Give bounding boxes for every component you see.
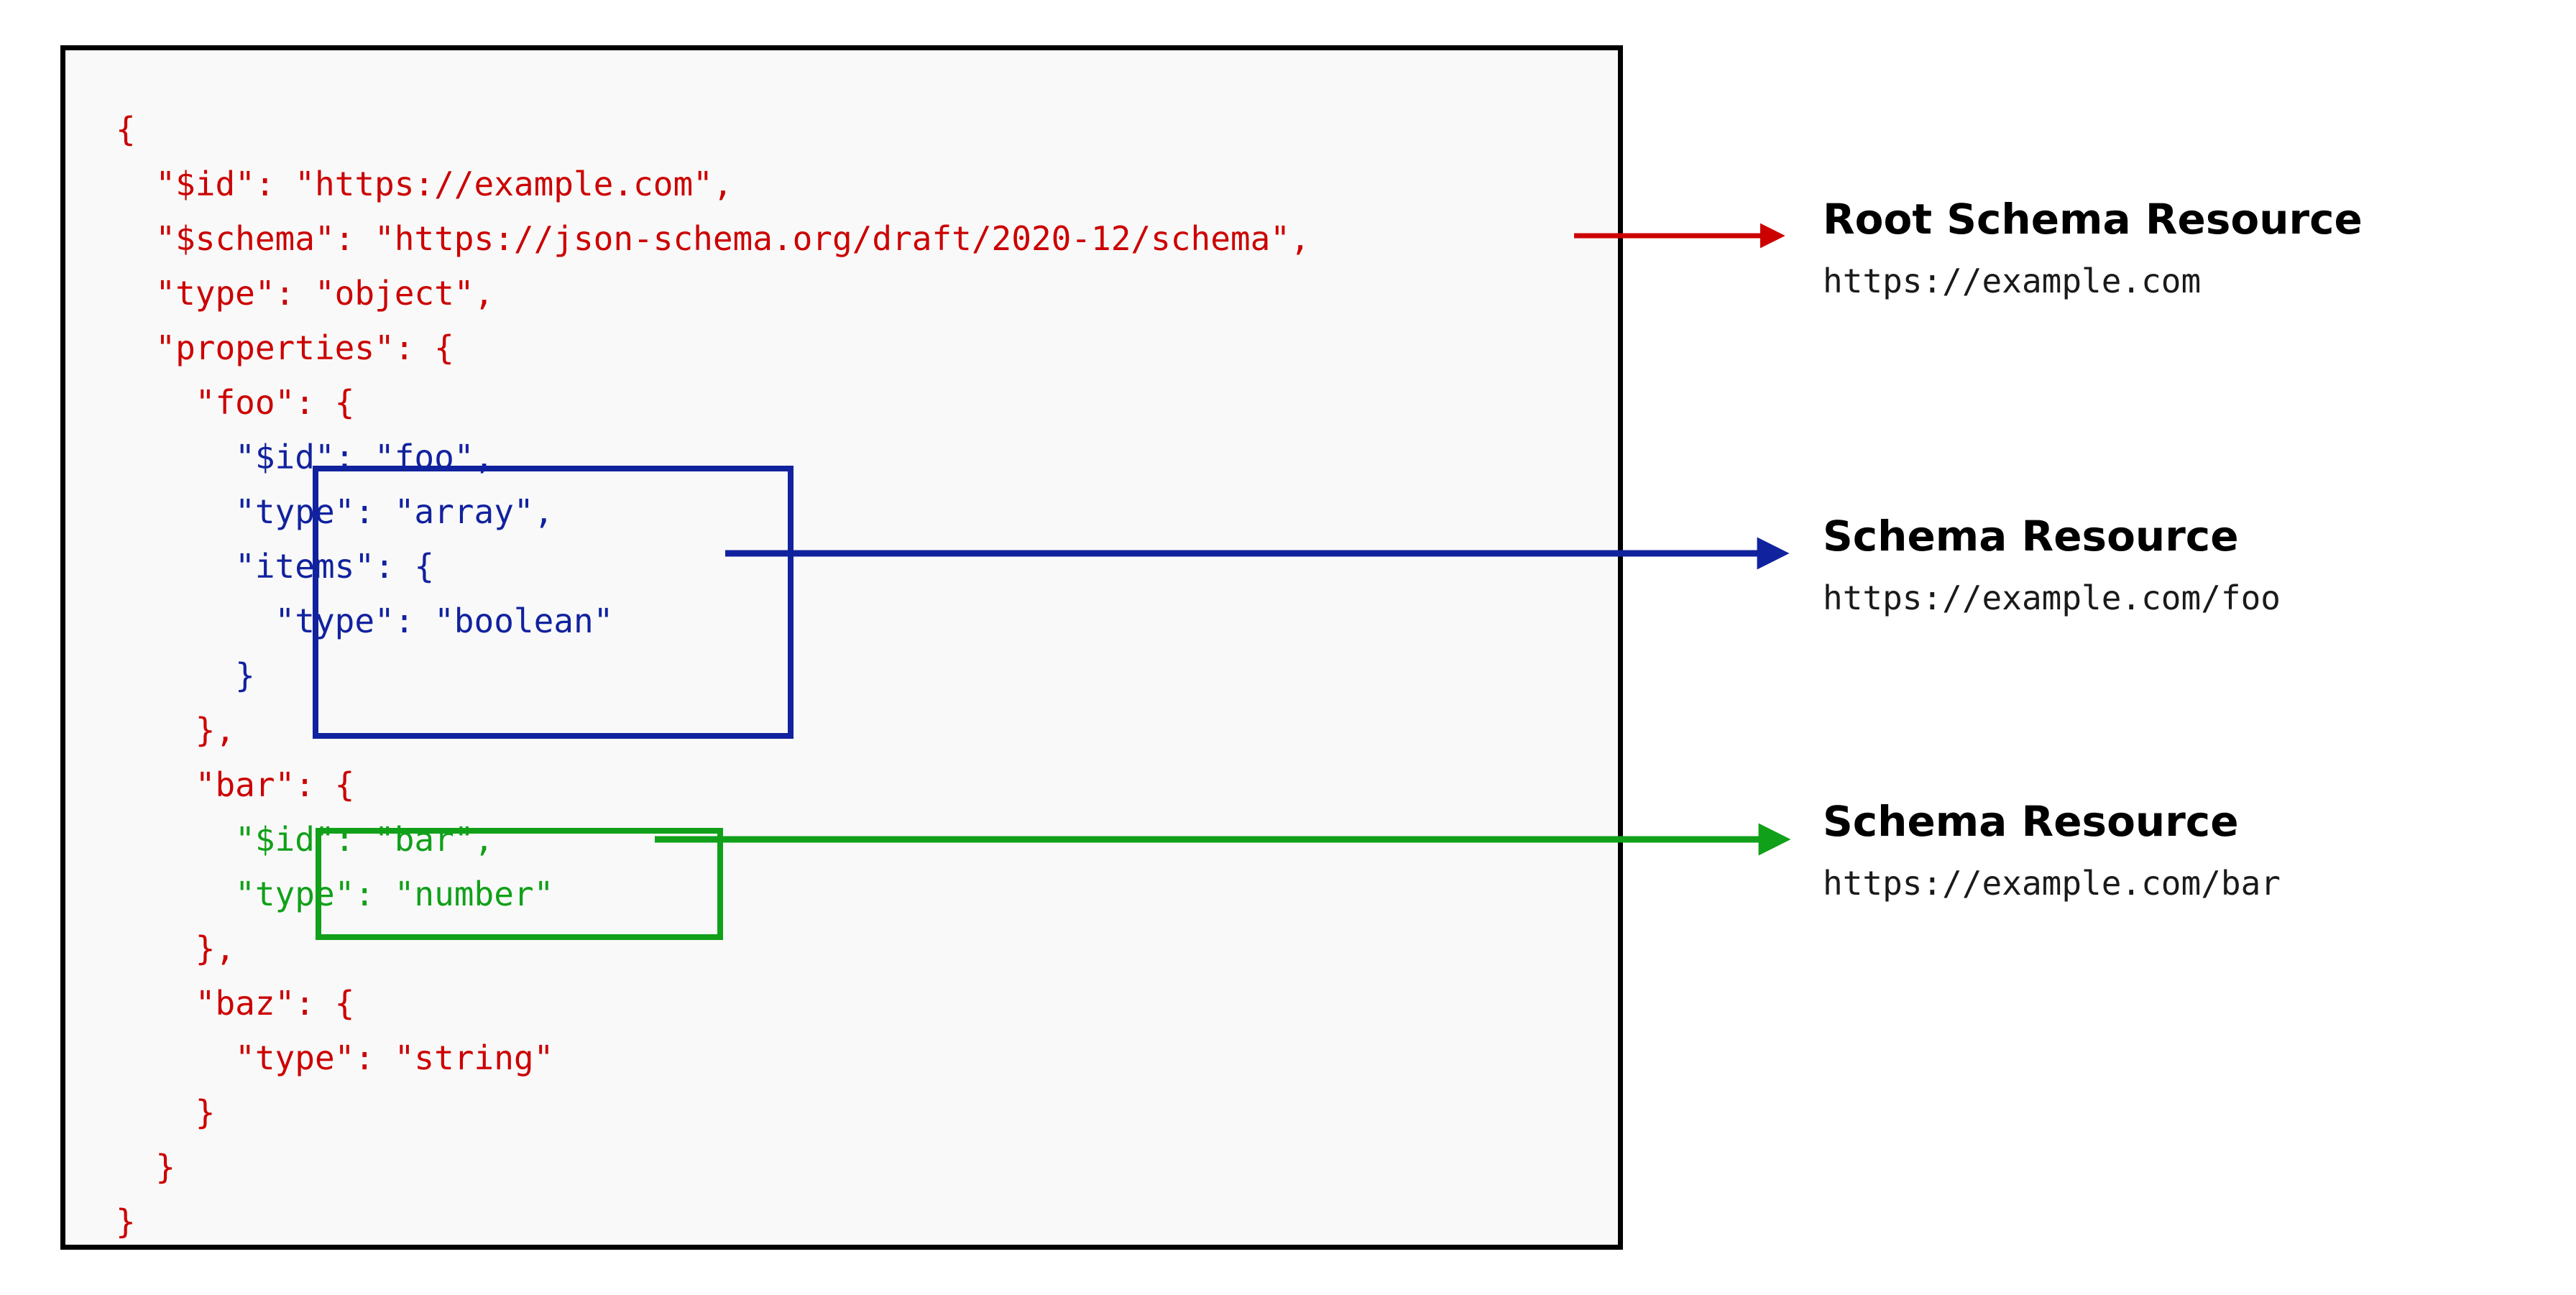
foo-schema-resource-url: https://example.com/foo	[1823, 579, 2281, 617]
code-line: "foo": {	[116, 383, 355, 422]
foo-schema-resource-label: Schema Resource https://example.com/foo	[1823, 512, 2281, 617]
json-code-block: { "$id": "https://example.com", "$schema…	[116, 102, 1310, 1249]
code-line: "baz": {	[116, 984, 355, 1023]
bar-schema-resource-url: https://example.com/bar	[1823, 864, 2281, 903]
code-line: "type": "object",	[116, 274, 494, 313]
foo-schema-arrow	[725, 537, 1790, 570]
code-line: "type": "number"	[116, 875, 554, 913]
code-line: }	[116, 1093, 216, 1132]
code-line: "$id": "foo",	[116, 438, 494, 476]
foo-schema-resource-title: Schema Resource	[1823, 512, 2239, 561]
code-line: {	[116, 110, 136, 149]
code-line: "properties": {	[116, 328, 454, 367]
code-line: "$id": "bar",	[116, 820, 494, 859]
root-schema-resource-label: Root Schema Resource https://example.com	[1823, 195, 2363, 300]
code-line: },	[116, 929, 236, 968]
code-line: }	[116, 1202, 136, 1241]
code-line: "$id": "https://example.com",	[116, 165, 733, 203]
root-schema-resource-url: https://example.com	[1823, 262, 2202, 300]
code-line: }	[116, 1148, 176, 1186]
bar-schema-resource-title: Schema Resource	[1823, 797, 2239, 846]
code-line: }	[116, 656, 255, 695]
code-line: "$schema": "https://json-schema.org/draf…	[116, 219, 1310, 258]
json-code-panel: { "$id": "https://example.com", "$schema…	[60, 45, 1623, 1250]
bar-schema-resource-label: Schema Resource https://example.com/bar	[1823, 798, 2281, 903]
root-schema-arrow	[1574, 223, 1785, 249]
code-line: "type": "array",	[116, 492, 554, 531]
code-line: "bar": {	[116, 765, 355, 804]
code-line: "type": "string"	[116, 1038, 554, 1077]
code-line: "type": "boolean"	[116, 602, 614, 640]
root-schema-resource-title: Root Schema Resource	[1823, 195, 2363, 244]
code-line: },	[116, 711, 236, 750]
bar-schema-arrow	[655, 823, 1791, 856]
